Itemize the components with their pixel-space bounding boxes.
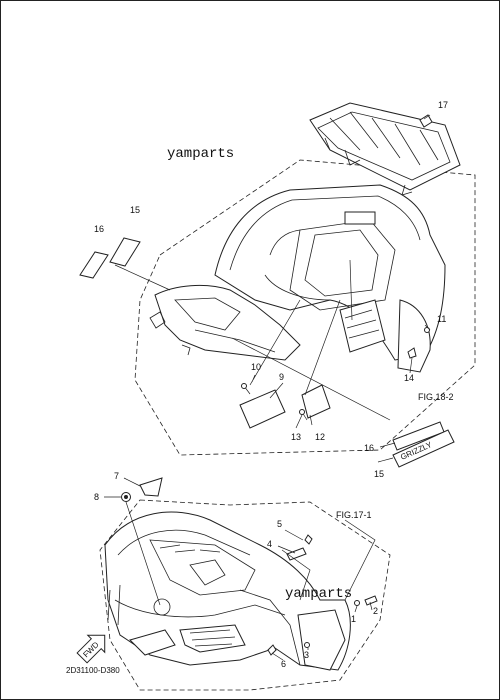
callout-2: 2 [373, 606, 378, 616]
part-14-grommet [407, 347, 417, 359]
decal-leader-upper [114, 264, 171, 291]
callout-15-lower: 15 [374, 469, 384, 479]
rear-group-boundary [134, 159, 476, 456]
callout-8: 8 [94, 492, 99, 502]
callout-1: 1 [351, 614, 356, 624]
part-5-screw [304, 534, 313, 545]
callout-3: 3 [304, 650, 309, 660]
rear-fender-group: GRIZZLY [79, 102, 476, 468]
part-15-decal-upper [109, 237, 141, 267]
part-2-bolt [364, 595, 378, 606]
callout-5: 5 [277, 519, 282, 529]
rear-leaders [231, 114, 431, 463]
part-7-cover-cap [139, 477, 163, 497]
callout-10: 10 [251, 362, 261, 372]
callout-4: 4 [267, 539, 272, 549]
callout-6: 6 [281, 659, 286, 669]
part-10-screw [241, 383, 251, 395]
callout-11: 11 [437, 314, 446, 324]
part-6-screw [267, 644, 277, 656]
callout-numbers: 17 15 16 11 10 9 14 13 12 16 15 7 8 5 4 … [94, 100, 448, 669]
rear-emblem-plate [344, 211, 376, 225]
callout-12: 12 [315, 432, 325, 442]
part-17-label-tag [419, 114, 433, 128]
watermark-top: yamparts [167, 146, 234, 162]
part-11-clip [424, 327, 430, 333]
front-group-boundary [99, 499, 391, 691]
callout-17: 17 [438, 100, 448, 110]
front-leaders [104, 477, 376, 661]
callout-15-upper: 15 [130, 205, 140, 215]
callout-9: 9 [279, 372, 284, 382]
callout-13: 13 [291, 432, 301, 442]
rear-fender [214, 184, 446, 373]
front-fender-group [99, 477, 391, 691]
part-13-screw [299, 409, 308, 421]
part-8-emblem [121, 492, 131, 502]
part-1-clip [354, 600, 360, 606]
callout-16-upper: 16 [94, 224, 104, 234]
callout-16-lower: 16 [364, 443, 374, 453]
part-12-cover [301, 384, 331, 419]
fwd-arrow: FWD [76, 634, 106, 664]
fig-ref-rear: FIG.18-2 [418, 392, 454, 402]
part-4-bracket [286, 547, 307, 561]
callout-14: 14 [404, 373, 414, 383]
part-16-decal-upper [79, 251, 109, 279]
callout-7: 7 [114, 471, 119, 481]
rear-carrier-rack [309, 102, 461, 196]
front-fender [104, 511, 351, 671]
rear-side-panel [149, 285, 301, 361]
drawing-code: 2D31100-D380 [66, 666, 120, 675]
fig-ref-front: FIG.17-1 [336, 510, 372, 520]
part-3-nut [304, 642, 310, 648]
part-9-cover [239, 389, 286, 429]
watermark-bottom: yamparts [285, 586, 352, 602]
part-15-decal-lower [392, 429, 455, 468]
